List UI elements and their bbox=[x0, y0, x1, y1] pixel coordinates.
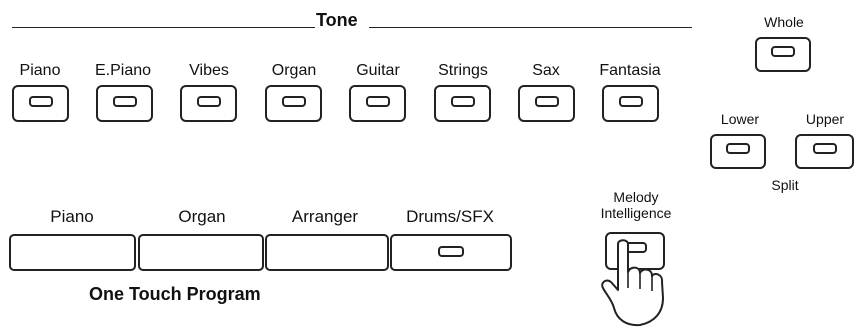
tone-button-fantasia[interactable] bbox=[602, 85, 659, 122]
tone-label-guitar: Guitar bbox=[356, 62, 400, 79]
upper-button[interactable] bbox=[795, 134, 854, 169]
otp-label-drums-sfx: Drums/SFX bbox=[406, 207, 494, 226]
tone-button-guitar[interactable] bbox=[349, 85, 406, 122]
tone-header-rule-left bbox=[12, 27, 315, 28]
tone-label-fantasia: Fantasia bbox=[599, 62, 661, 79]
whole-indicator bbox=[771, 46, 795, 57]
whole-label: Whole bbox=[764, 14, 804, 30]
tone-fantasia-indicator bbox=[618, 96, 643, 107]
otp-drums-sfx-indicator bbox=[438, 246, 464, 257]
lower-label: Lower bbox=[720, 111, 760, 127]
tone-organ-indicator bbox=[281, 96, 306, 107]
otp-label-organ: Organ bbox=[178, 207, 226, 226]
otp-title: One Touch Program bbox=[89, 284, 261, 304]
tone-button-vibes[interactable] bbox=[180, 85, 237, 122]
otp-label-piano: Piano bbox=[50, 207, 94, 226]
upper-indicator bbox=[812, 143, 837, 154]
upper-label: Upper bbox=[805, 111, 845, 127]
tone-button-epiano[interactable] bbox=[96, 85, 153, 122]
tone-label-strings: Strings bbox=[438, 62, 488, 79]
otp-button-piano[interactable] bbox=[9, 234, 136, 271]
tone-piano-indicator bbox=[28, 96, 53, 107]
tone-label-organ: Organ bbox=[271, 62, 317, 79]
tone-guitar-indicator bbox=[365, 96, 390, 107]
tone-epiano-indicator bbox=[112, 96, 137, 107]
melody-intelligence-button[interactable] bbox=[605, 232, 665, 270]
otp-button-drums-sfx[interactable] bbox=[390, 234, 512, 271]
melody-intelligence-label: Melody Intelligence bbox=[601, 189, 672, 221]
tone-sax-indicator bbox=[534, 96, 559, 107]
tone-button-organ[interactable] bbox=[265, 85, 322, 122]
tone-label-epiano: E.Piano bbox=[94, 62, 152, 79]
tone-strings-indicator bbox=[450, 96, 475, 107]
tone-button-piano[interactable] bbox=[12, 85, 69, 122]
tone-label-vibes: Vibes bbox=[189, 62, 229, 79]
tone-button-strings[interactable] bbox=[434, 85, 491, 122]
tone-label-piano: Piano bbox=[19, 62, 61, 79]
otp-button-organ[interactable] bbox=[138, 234, 264, 271]
pressing-hand-icon bbox=[601, 239, 664, 327]
split-label: Split bbox=[771, 177, 799, 193]
otp-label-arranger: Arranger bbox=[291, 207, 359, 226]
tone-button-sax[interactable] bbox=[518, 85, 575, 122]
whole-button[interactable] bbox=[755, 37, 811, 72]
otp-button-arranger[interactable] bbox=[265, 234, 389, 271]
lower-button[interactable] bbox=[710, 134, 766, 169]
tone-label-sax: Sax bbox=[532, 62, 560, 79]
melody-intelligence-label-line1: Melody bbox=[613, 189, 659, 205]
tone-title: Tone bbox=[316, 10, 358, 30]
tone-vibes-indicator bbox=[196, 96, 221, 107]
tone-header-rule-right bbox=[369, 27, 692, 28]
melody-intelligence-label-line2: Intelligence bbox=[600, 205, 672, 222]
lower-indicator bbox=[726, 143, 750, 154]
